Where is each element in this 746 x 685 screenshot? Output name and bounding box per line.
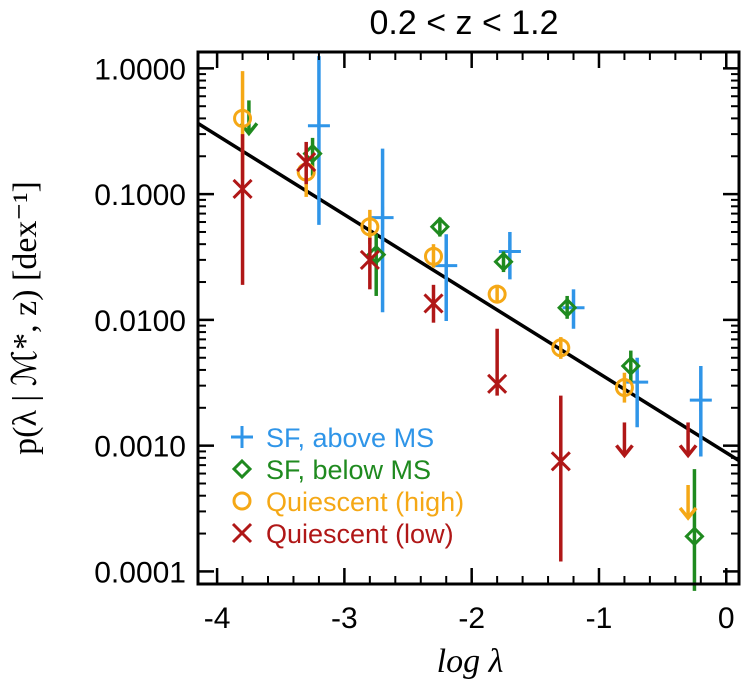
point-x-1-marker-b <box>296 151 317 173</box>
point-x-4-marker <box>487 373 508 394</box>
upper-limit-arrowhead <box>678 444 698 459</box>
chart-title: 0.2 < z < 1.2 <box>369 4 558 42</box>
x-tick-label: -3 <box>331 602 358 635</box>
legend-label-x: Quiescent (low) <box>266 519 454 549</box>
x-tick-label: 0 <box>718 602 735 635</box>
y-axis-label: p(λ | ℳ*, z) [dex⁻¹] <box>7 181 44 455</box>
point-plus-1-marker <box>371 206 394 229</box>
y-tick-label: 1.0000 <box>94 53 186 86</box>
point-circle-5-marker-shape <box>551 338 571 358</box>
point-diamond-3-marker <box>429 216 450 237</box>
point-circle-5-marker <box>551 338 571 358</box>
point-x-3-marker-b <box>423 293 444 314</box>
series-x <box>232 134 698 562</box>
point-circle-0-marker <box>233 108 253 128</box>
legend-marker-circle-shape <box>232 491 252 511</box>
point-x-0-marker-b <box>232 178 253 199</box>
x-tick-label: -4 <box>204 602 231 635</box>
point-x-0-marker <box>232 178 253 199</box>
point-x-5-marker-b <box>550 451 571 472</box>
legend-label-diamond: SF, below MS <box>266 455 431 485</box>
point-circle-3-marker-shape <box>423 246 443 266</box>
legend-label-circle: Quiescent (high) <box>266 487 464 517</box>
upper-limit-arrowhead <box>615 444 634 459</box>
legend-marker-x <box>231 522 253 544</box>
fit-line-layer <box>197 121 740 463</box>
y-tick-label: 0.0010 <box>94 431 186 464</box>
series-diamond <box>239 100 705 591</box>
point-x-4-marker-b <box>487 373 508 394</box>
point-plus-0-marker <box>307 114 330 137</box>
legend-marker-circle <box>232 491 252 511</box>
fit-line <box>197 121 740 463</box>
point-diamond-5-marker-shape <box>557 297 578 318</box>
point-diamond-6-marker <box>620 355 641 377</box>
plot-frame <box>196 50 741 586</box>
point-circle-6-marker <box>614 377 634 397</box>
x-tick-label: -2 <box>458 602 485 635</box>
point-x-6-upper-limit <box>615 422 634 459</box>
point-diamond-7-marker <box>684 526 705 547</box>
y-tick-label: 0.0001 <box>94 556 186 589</box>
point-circle-3-marker <box>423 246 443 266</box>
axis-ticks: -4 -3 -2 -1 0 0.0001 0.0010 0.0100 0.1000 1.0000 <box>94 52 739 635</box>
x-tick-label: -1 <box>586 602 613 635</box>
point-circle-0-marker-shape <box>233 108 253 128</box>
y-tick-label: 0.0100 <box>94 305 186 338</box>
point-diamond-3-marker-shape <box>429 216 450 237</box>
point-circle-4-marker-shape <box>487 284 507 304</box>
point-diamond-6-marker-shape <box>620 355 641 377</box>
point-x-1-marker <box>296 151 317 173</box>
point-circle-4-marker <box>487 284 507 304</box>
point-diamond-4-marker-shape <box>493 251 514 272</box>
upper-limit-arrowhead <box>678 506 698 521</box>
point-x-3-marker <box>423 293 444 314</box>
legend-marker-diamond-shape <box>231 458 253 480</box>
y-tick-label: 0.1000 <box>94 179 186 212</box>
point-diamond-7-marker-shape <box>684 526 705 547</box>
point-plus-6-marker <box>689 389 712 412</box>
point-circle-2-marker <box>360 217 380 237</box>
legend-marker-x-b <box>231 522 253 544</box>
point-x-5-marker <box>550 451 571 472</box>
point-circle-2-marker-shape <box>360 217 380 237</box>
point-x-2-marker <box>359 249 380 270</box>
point-x-7-upper-limit <box>678 422 698 459</box>
data-layer <box>232 56 712 591</box>
point-circle-7-upper-limit <box>678 484 698 521</box>
x-axis-label: log λ <box>437 643 504 680</box>
point-circle-6-marker-shape <box>614 377 634 397</box>
point-diamond-4-marker <box>493 251 514 272</box>
point-plus-2-marker <box>435 254 458 277</box>
point-diamond-5-marker <box>557 297 578 318</box>
legend-label-plus: SF, above MS <box>266 423 434 453</box>
legend-marker-plus <box>231 426 253 448</box>
legend-marker-diamond <box>231 458 253 480</box>
point-x-2-marker-b <box>359 249 380 270</box>
